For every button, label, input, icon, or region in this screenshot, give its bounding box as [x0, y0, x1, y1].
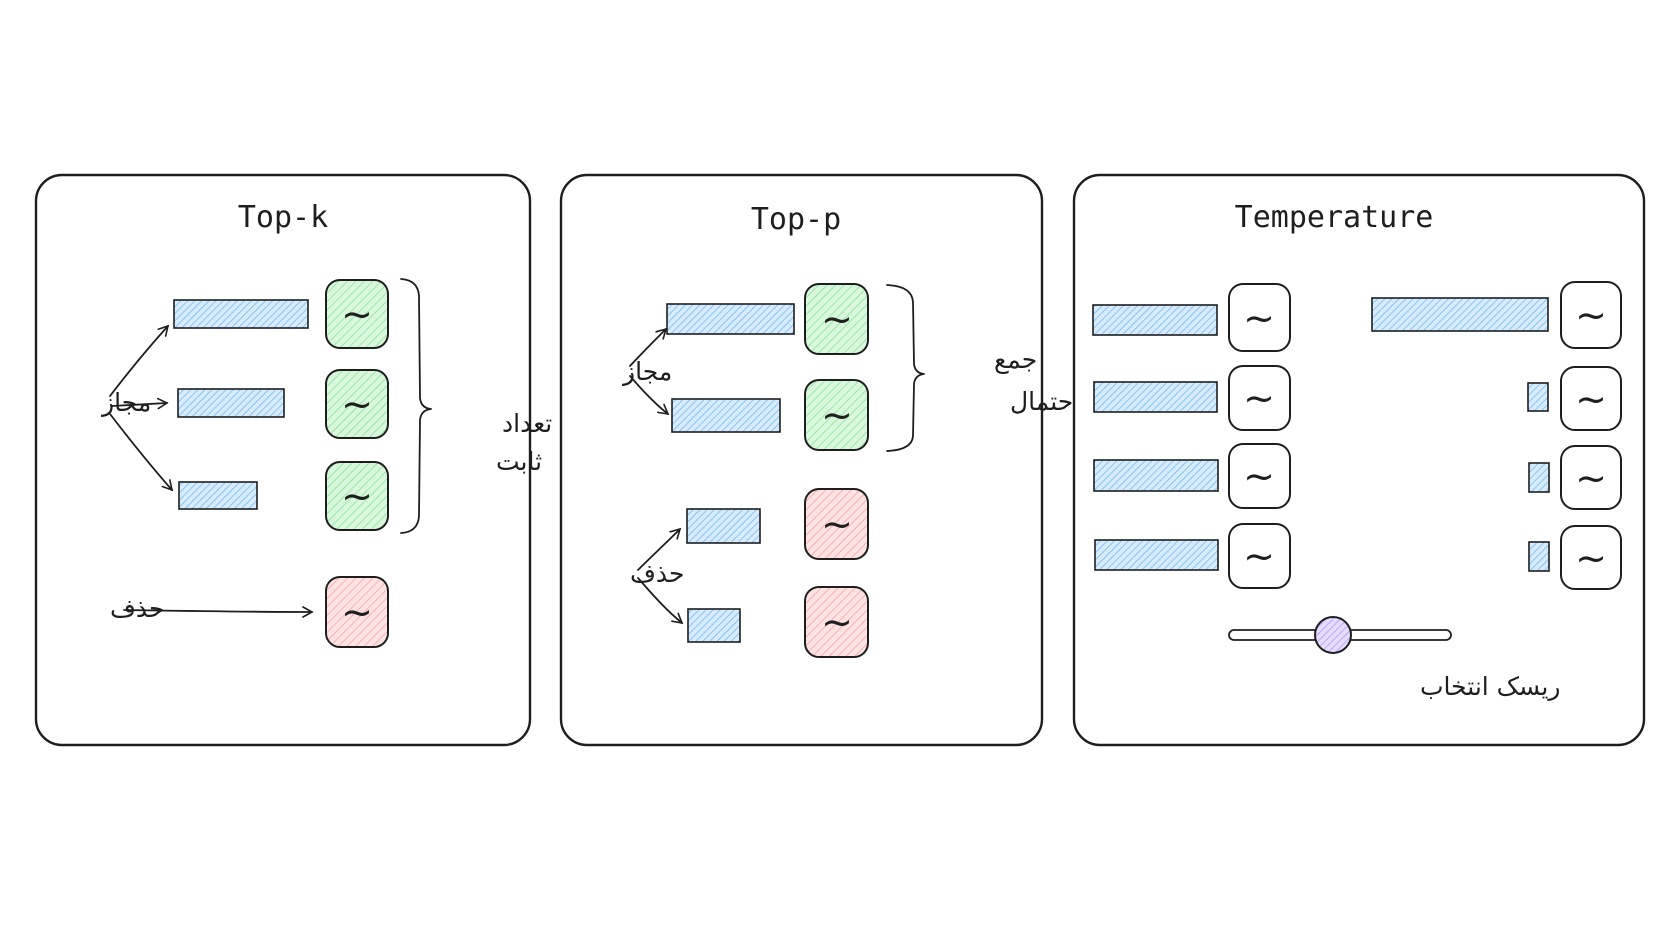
token: ~	[1560, 445, 1622, 510]
probability-bar	[177, 388, 285, 418]
token-box	[804, 283, 869, 355]
tilde-icon: ~	[1243, 534, 1275, 578]
tilde-icon: ~	[1243, 296, 1275, 340]
arrow	[109, 413, 174, 492]
token-box	[325, 279, 389, 349]
probability-bar	[686, 508, 761, 544]
slider-knob[interactable]	[1314, 616, 1352, 654]
token-allowed: ~	[804, 283, 869, 355]
token: ~	[1560, 525, 1622, 590]
tilde-icon: ~	[1243, 454, 1275, 498]
brace-label: تعداد	[502, 409, 552, 438]
slider-label: ریسک انتخاب	[1420, 672, 1560, 701]
token-box	[325, 461, 389, 531]
tilde-icon: ~	[821, 502, 853, 546]
token: ~	[1228, 365, 1291, 431]
label-allowed: مجاز	[100, 388, 151, 417]
tilde-icon: ~	[341, 292, 373, 336]
token-allowed: ~	[325, 461, 389, 531]
tilde-icon: ~	[341, 382, 373, 426]
label-allowed: مجاز	[621, 357, 672, 386]
panel-top-k: Top-k ~ ~ ~ ~ مجاز حذف تعداد ثابت	[34, 173, 552, 747]
brace-label: احتمال	[1010, 387, 1080, 416]
probability-bar	[1094, 539, 1219, 571]
panel-title: Top-k	[238, 200, 328, 235]
token-box	[1560, 366, 1622, 431]
tilde-icon: ~	[1243, 376, 1275, 420]
token: ~	[1228, 283, 1291, 352]
token-box	[325, 576, 389, 648]
panel-frame	[559, 173, 1044, 747]
probability-bar	[687, 608, 741, 643]
probability-bar	[1092, 304, 1218, 336]
probability-bar	[1371, 297, 1549, 332]
probability-bar	[666, 303, 795, 335]
token: ~	[1228, 443, 1291, 509]
probability-bar	[1528, 462, 1550, 493]
tilde-icon: ~	[341, 590, 373, 634]
token-allowed: ~	[325, 369, 389, 439]
probability-bar	[173, 299, 309, 329]
token-box	[1560, 445, 1622, 510]
brace-label: جمع	[994, 345, 1037, 375]
brace	[886, 284, 925, 452]
token-allowed: ~	[325, 279, 389, 349]
token-box	[1228, 523, 1291, 589]
brace	[400, 278, 432, 534]
probability-bar	[671, 398, 781, 433]
token-box	[1228, 283, 1291, 352]
token-allowed: ~	[804, 379, 869, 451]
token-box	[804, 488, 869, 560]
arrow	[629, 327, 668, 367]
token-box	[1228, 365, 1291, 431]
token-removed: ~	[325, 576, 389, 648]
label-removed: حذف	[110, 594, 165, 623]
panel-top-p: Top-p ~ ~ ~ ~ مجاز حذف جمع احتمال	[559, 173, 1080, 747]
tilde-icon: ~	[1575, 293, 1607, 337]
label-removed: حذف	[630, 559, 685, 588]
token-box	[804, 586, 869, 658]
tilde-icon: ~	[341, 474, 373, 518]
panel-title: Top-p	[751, 202, 841, 237]
token: ~	[1560, 366, 1622, 431]
tilde-icon: ~	[1575, 377, 1607, 421]
token-box	[1560, 281, 1622, 349]
arrow	[123, 606, 314, 618]
tilde-icon: ~	[1575, 456, 1607, 500]
token-removed: ~	[804, 586, 869, 658]
token: ~	[1560, 281, 1622, 349]
token-box	[1560, 525, 1622, 590]
temperature-slider[interactable]	[1228, 616, 1452, 654]
probability-bar	[178, 481, 258, 510]
arrow	[629, 375, 670, 416]
tilde-icon: ~	[821, 600, 853, 644]
token-box	[325, 369, 389, 439]
tilde-icon: ~	[1575, 536, 1607, 580]
arrow	[111, 397, 169, 410]
arrow	[109, 324, 170, 397]
tilde-icon: ~	[821, 297, 853, 341]
probability-bar	[1528, 541, 1550, 572]
token-removed: ~	[804, 488, 869, 560]
panel-temperature: Temperature ~ ~ ~ ~ ~	[1072, 173, 1646, 747]
probability-bar	[1527, 382, 1549, 412]
panel-title: Temperature	[1235, 200, 1434, 235]
arrow	[637, 527, 682, 571]
tilde-icon: ~	[821, 393, 853, 437]
token-box	[1228, 443, 1291, 509]
probability-bar	[1093, 381, 1218, 413]
probability-bar	[1093, 459, 1219, 492]
arrow	[637, 577, 684, 625]
brace-label: ثابت	[496, 447, 542, 476]
panel-frame	[34, 173, 532, 747]
token-box	[804, 379, 869, 451]
token: ~	[1228, 523, 1291, 589]
